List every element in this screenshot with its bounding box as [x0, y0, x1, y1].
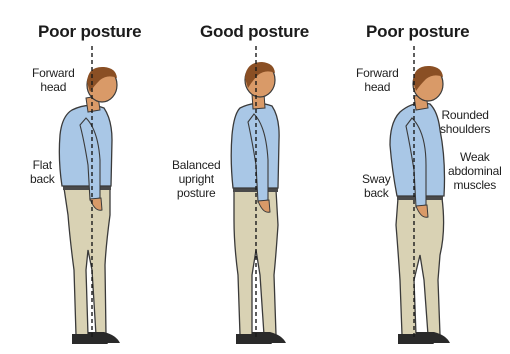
label-weak-abdominal-line2: abdominal — [448, 164, 502, 178]
figure1-pants — [64, 188, 110, 335]
label-flat-back: Flat back — [30, 158, 55, 186]
label-flat-back-line1: Flat — [30, 158, 55, 172]
label-flat-back-line2: back — [30, 172, 55, 186]
label-sway-back: Sway back — [362, 172, 391, 200]
label-forward-head-1-line2: head — [32, 80, 75, 94]
label-weak-abdominal-line1: Weak — [448, 150, 502, 164]
label-forward-head-1-line1: Forward — [32, 66, 75, 80]
heading-figure-1: Poor posture — [38, 22, 141, 42]
label-balanced-line2: upright — [172, 172, 220, 186]
figure-poor-posture-sway-back — [390, 46, 450, 344]
figure2-shoe-right — [252, 332, 286, 343]
figure3-shoe-right — [416, 332, 450, 343]
label-sway-back-line1: Sway — [362, 172, 391, 186]
label-weak-abdominal-muscles: Weak abdominal muscles — [448, 150, 502, 192]
label-sway-back-line2: back — [362, 186, 391, 200]
label-forward-head-2-line1: Forward — [356, 66, 399, 80]
label-forward-head-1: Forward head — [32, 66, 75, 94]
label-balanced-line3: posture — [172, 186, 220, 200]
label-balanced-line1: Balanced — [172, 158, 220, 172]
label-weak-abdominal-line3: muscles — [448, 178, 502, 192]
figure1-shoe-right — [88, 332, 120, 343]
label-rounded-shoulders-line2: shoulders — [440, 122, 490, 136]
figure3-pants — [396, 198, 444, 335]
heading-figure-3: Poor posture — [366, 22, 469, 42]
label-forward-head-2-line2: head — [356, 80, 399, 94]
label-rounded-shoulders-line1: Rounded — [440, 108, 490, 122]
label-rounded-shoulders: Rounded shoulders — [440, 108, 490, 136]
label-forward-head-2: Forward head — [356, 66, 399, 94]
label-balanced-upright-posture: Balanced upright posture — [172, 158, 220, 200]
figure-good-posture — [231, 46, 286, 344]
heading-figure-2: Good posture — [200, 22, 309, 42]
